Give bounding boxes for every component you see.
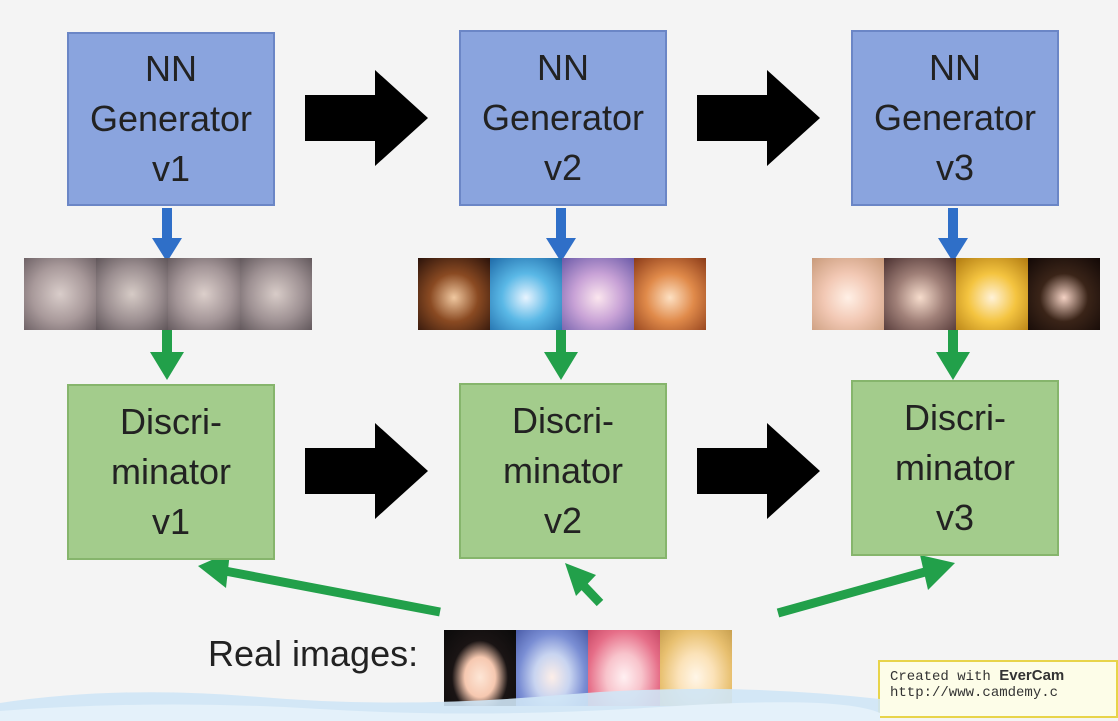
watermark-prefix: Created with <box>890 669 1000 685</box>
generator-v2: NN Generator v2 <box>459 30 667 206</box>
discriminator-v2-line2: minator <box>502 450 624 491</box>
sample-image <box>884 258 956 330</box>
real-images-label: Real images: <box>208 633 419 674</box>
sample-image <box>490 258 562 330</box>
watermark-url: http://www.camdemy.c <box>890 685 1059 701</box>
generated-samples-v2 <box>418 258 706 330</box>
discriminator-v1-line2: minator <box>110 451 232 492</box>
green-arrow-real-to-v2 <box>565 563 604 607</box>
green-arrow-v2 <box>544 330 578 380</box>
blue-arrow-v3 <box>938 208 968 262</box>
green-arrow-real-to-v3 <box>776 555 955 618</box>
discriminator-v2: Discri- minator v2 <box>459 383 667 559</box>
generator-v3-line2: Generator <box>873 97 1037 138</box>
generator-v1-line2: Generator <box>89 98 253 139</box>
evercam-watermark: Created with EverCam http://www.camdemy.… <box>878 660 1118 718</box>
real-image <box>516 630 588 706</box>
sample-image <box>1028 258 1100 330</box>
watermark-brand: EverCam <box>999 667 1065 684</box>
real-image <box>444 630 516 706</box>
discriminator-v1-line1: Discri- <box>120 401 222 442</box>
discriminator-v3-line3: v3 <box>935 497 975 538</box>
generated-samples-v3 <box>812 258 1100 330</box>
generator-v2-line1: NN <box>537 47 589 88</box>
discriminator-v3-line2: minator <box>894 447 1016 488</box>
discriminator-v2-line3: v2 <box>543 500 583 541</box>
generated-samples-v1 <box>24 258 312 330</box>
generator-v2-line3: v2 <box>543 147 583 188</box>
sample-image <box>418 258 490 330</box>
discriminator-v3-line1: Discri- <box>904 397 1006 438</box>
generator-v3: NN Generator v3 <box>851 30 1059 206</box>
green-arrow-v1 <box>150 330 184 380</box>
arrow-gen-v1-to-v2 <box>305 70 428 166</box>
sample-image <box>240 258 312 330</box>
arrow-dis-v2-to-v3 <box>697 423 820 519</box>
decorative-wave <box>0 688 880 721</box>
sample-image <box>96 258 168 330</box>
sample-image <box>634 258 706 330</box>
arrow-dis-v1-to-v2 <box>305 423 428 519</box>
sample-image <box>24 258 96 330</box>
generator-v2-line2: Generator <box>481 97 645 138</box>
discriminator-v1-line3: v1 <box>151 501 191 542</box>
discriminator-v1: Discri- minator v1 <box>67 384 275 560</box>
generator-v1-line1: NN <box>145 48 197 89</box>
discriminator-v2-line1: Discri- <box>512 400 614 441</box>
generator-v1: NN Generator v1 <box>67 32 275 206</box>
blue-arrow-v1 <box>152 208 182 262</box>
sample-image <box>562 258 634 330</box>
generator-v1-line3: v1 <box>151 148 191 189</box>
discriminator-v3: Discri- minator v3 <box>851 380 1059 556</box>
generator-v3-line3: v3 <box>935 147 975 188</box>
arrow-gen-v2-to-v3 <box>697 70 820 166</box>
blue-arrow-v2 <box>546 208 576 262</box>
sample-image <box>168 258 240 330</box>
green-arrow-v3 <box>936 330 970 380</box>
green-arrow-real-to-v1 <box>198 552 441 617</box>
sample-image <box>956 258 1028 330</box>
generator-v3-line1: NN <box>929 47 981 88</box>
sample-image <box>812 258 884 330</box>
